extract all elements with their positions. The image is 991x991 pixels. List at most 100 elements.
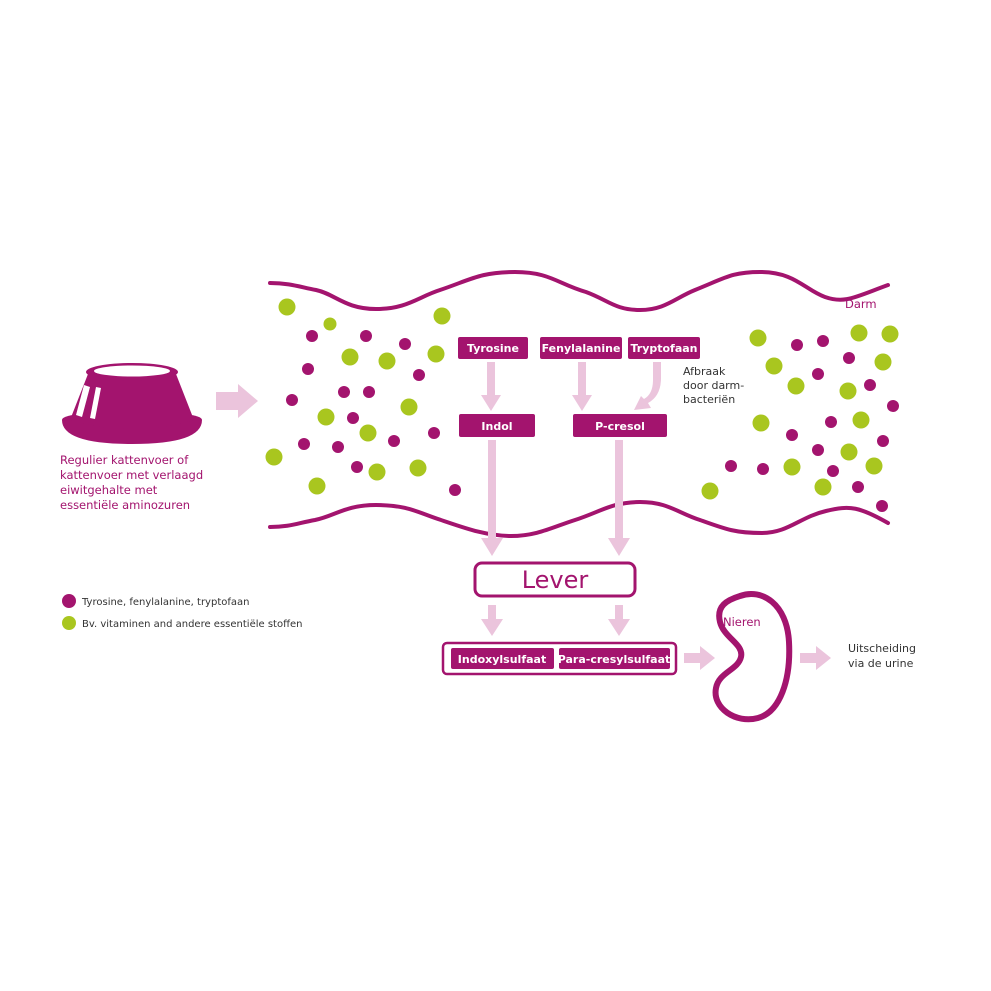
indol-label: Indol bbox=[481, 420, 512, 433]
purple-dot bbox=[388, 435, 400, 447]
purple-dot bbox=[825, 416, 837, 428]
arrow-fenylalanine-to-pcresol bbox=[572, 362, 592, 411]
purple-dot bbox=[791, 339, 803, 351]
indol-box bbox=[459, 414, 535, 437]
legend-label-purple: Tyrosine, fenylalanine, tryptofaan bbox=[81, 597, 249, 608]
green-dot bbox=[359, 424, 377, 442]
arrow-pcresol-to-lever bbox=[608, 440, 630, 556]
arrow-tryptofaan-to-pcresol bbox=[634, 362, 661, 410]
purple-dot bbox=[360, 330, 372, 342]
indoxylsulfaat-label: Indoxylsulfaat bbox=[458, 653, 546, 666]
metabolite-boxes: Indol P-cresol bbox=[459, 414, 667, 437]
green-dot bbox=[814, 478, 832, 496]
amino-acid-boxes: Tyrosine Fenylalanine Tryptofaan bbox=[458, 337, 700, 359]
tyrosine-box bbox=[458, 337, 528, 359]
purple-dot bbox=[306, 330, 318, 342]
green-dot bbox=[317, 408, 335, 426]
green-dot bbox=[840, 443, 858, 461]
purple-dot bbox=[887, 400, 899, 412]
flow-arrows bbox=[481, 362, 831, 670]
purple-dot bbox=[725, 460, 737, 472]
green-dot bbox=[265, 448, 283, 466]
purple-dot bbox=[298, 438, 310, 450]
indoxylsulfaat-box bbox=[451, 648, 554, 669]
kidney-icon: Nieren bbox=[712, 591, 793, 723]
arrow-lever-to-indoxylsulfaat bbox=[481, 605, 503, 636]
green-dot bbox=[278, 298, 296, 316]
purple-dot bbox=[363, 386, 375, 398]
nieren-label: Nieren bbox=[723, 615, 761, 629]
tyrosine-label: Tyrosine bbox=[467, 342, 519, 355]
purple-dot bbox=[399, 338, 411, 350]
green-dot bbox=[881, 325, 899, 343]
green-dot bbox=[427, 345, 445, 363]
green-dot bbox=[323, 317, 337, 331]
purple-dot bbox=[827, 465, 839, 477]
intestine-walls bbox=[268, 269, 890, 539]
green-dot bbox=[765, 357, 783, 375]
green-dot bbox=[368, 463, 386, 481]
arrow-food-to-intestine bbox=[216, 384, 258, 418]
paracresylsulfaat-label: Para-cresylsulfaat bbox=[558, 653, 671, 666]
green-dot bbox=[378, 352, 396, 370]
purple-dot bbox=[338, 386, 350, 398]
bacteria-note: Afbraak door darm- bacteriën bbox=[683, 365, 748, 406]
sulfate-group: Indoxylsulfaat Para-cresylsulfaat bbox=[441, 641, 678, 676]
arrow-nieren-to-urine bbox=[800, 646, 831, 670]
pcresol-box bbox=[573, 414, 667, 437]
purple-dot bbox=[852, 481, 864, 493]
purple-dot bbox=[413, 369, 425, 381]
purple-dot bbox=[332, 441, 344, 453]
purple-dot bbox=[843, 352, 855, 364]
purple-dot bbox=[877, 435, 889, 447]
green-dot bbox=[787, 377, 805, 395]
purple-dot bbox=[864, 379, 876, 391]
intestine-label: Darm bbox=[845, 297, 877, 311]
purple-dot bbox=[351, 461, 363, 473]
arrow-lever-to-paracresylsulfaat bbox=[608, 605, 630, 636]
bowl-caption: Regulier kattenvoer of kattenvoer met ve… bbox=[60, 453, 207, 512]
purple-dot bbox=[757, 463, 769, 475]
green-dot bbox=[308, 477, 326, 495]
tryptofaan-box bbox=[628, 337, 700, 359]
green-dot bbox=[874, 353, 892, 371]
purple-dot bbox=[812, 444, 824, 456]
green-dot bbox=[752, 414, 770, 432]
nutrient-dots-left bbox=[265, 298, 461, 496]
green-dot bbox=[839, 382, 857, 400]
food-bowl-icon bbox=[62, 363, 202, 444]
fenylalanine-label: Fenylalanine bbox=[542, 342, 621, 355]
purple-dot bbox=[286, 394, 298, 406]
green-dot bbox=[433, 307, 451, 325]
purple-dot bbox=[817, 335, 829, 347]
green-dot bbox=[400, 398, 418, 416]
arrow-sulfates-to-nieren bbox=[684, 646, 715, 670]
pcresol-label: P-cresol bbox=[595, 420, 645, 433]
purple-dot bbox=[428, 427, 440, 439]
green-dot bbox=[341, 348, 359, 366]
purple-dot bbox=[876, 500, 888, 512]
legend: Tyrosine, fenylalanine, tryptofaan Bv. v… bbox=[62, 594, 302, 630]
green-dot bbox=[701, 482, 719, 500]
green-dot bbox=[783, 458, 801, 476]
purple-dot bbox=[449, 484, 461, 496]
purple-dot bbox=[786, 429, 798, 441]
legend-purple-dot bbox=[62, 594, 76, 608]
green-dot bbox=[749, 329, 767, 347]
arrow-indol-to-lever bbox=[481, 440, 503, 556]
legend-label-green: Bv. vitaminen and andere essentiële stof… bbox=[82, 619, 302, 630]
paracresylsulfaat-box bbox=[559, 648, 670, 669]
purple-dot bbox=[347, 412, 359, 424]
green-dot bbox=[850, 324, 868, 342]
green-dot bbox=[852, 411, 870, 429]
lever-box: Lever bbox=[473, 561, 637, 598]
nutrient-dots-right bbox=[701, 324, 899, 512]
arrow-tyrosine-to-indol bbox=[481, 362, 501, 411]
green-dot bbox=[409, 459, 427, 477]
purple-dot bbox=[812, 368, 824, 380]
legend-green-dot bbox=[62, 616, 76, 630]
excretion-text: Uitscheiding via de urine bbox=[848, 642, 920, 670]
purple-dot bbox=[302, 363, 314, 375]
green-dot bbox=[865, 457, 883, 475]
fenylalanine-box bbox=[540, 337, 622, 359]
